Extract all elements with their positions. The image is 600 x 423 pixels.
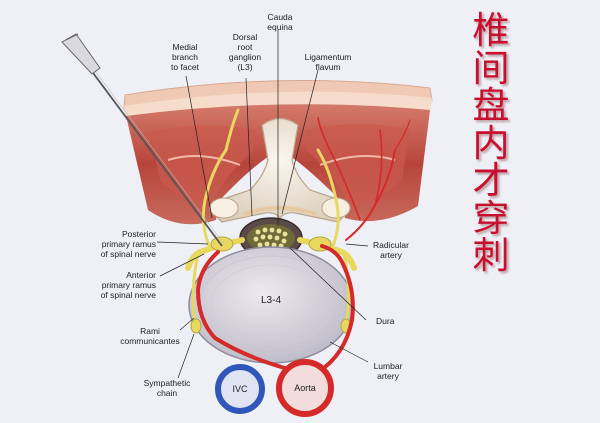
title-char-4: 内 — [472, 121, 510, 165]
aorta-vessel — [276, 359, 334, 417]
title-char-1: 椎 — [472, 9, 510, 52]
title-char-2: 间 — [472, 46, 510, 90]
fascia-line-left — [167, 155, 241, 166]
cauda-equina-roots — [253, 227, 288, 249]
ivc-vessel — [215, 364, 265, 414]
title-char-6: 穿 — [472, 196, 510, 240]
title-char-7: 刺 — [472, 234, 510, 277]
page-title: 椎 间 盘 内 才 穿 刺 — [455, 12, 527, 275]
sympathetic-ganglion-left — [190, 318, 202, 334]
label-disc-level: L3-4 — [260, 295, 281, 306]
label-cauda-equina: Cauda equina — [267, 12, 293, 32]
label-ligamentum-flavum: Ligamentum flavum — [304, 52, 352, 72]
muscle-inner-right — [306, 124, 410, 205]
title-char-3: 盘 — [472, 84, 510, 127]
dorsal-root-ganglion-left — [210, 236, 234, 252]
leader-lines — [156, 30, 369, 379]
label-dorsal-root-ganglion: Dorsal root ganglion (L3) — [228, 32, 262, 72]
label-medial-branch: Medial branch to facet — [171, 42, 199, 72]
label-lumbar-artery: Lumbar artery — [373, 361, 403, 381]
facet-joint-left — [209, 197, 239, 219]
label-anterior-ramus: Anterior primary ramus of spinal nerve — [100, 270, 156, 300]
title-char-5: 才 — [472, 159, 510, 202]
label-sympathetic-chain: Sympathetic chain — [143, 378, 191, 398]
disc-inner-ring-2 — [210, 264, 332, 346]
label-rami-communicantes: Rami communicantes — [120, 326, 180, 346]
arteries — [195, 117, 411, 374]
label-aorta: Aorta — [294, 383, 316, 393]
needle — [61, 33, 225, 247]
ligamentum-flavum — [243, 206, 317, 216]
label-ivc: IVC — [232, 384, 248, 394]
label-dura: Dura — [376, 316, 395, 326]
fascia-line-right — [319, 155, 396, 166]
label-posterior-ramus: Posterior primary ramus of spinal nerve — [100, 229, 156, 259]
label-radicular-artery: Radicular artery — [373, 240, 409, 260]
